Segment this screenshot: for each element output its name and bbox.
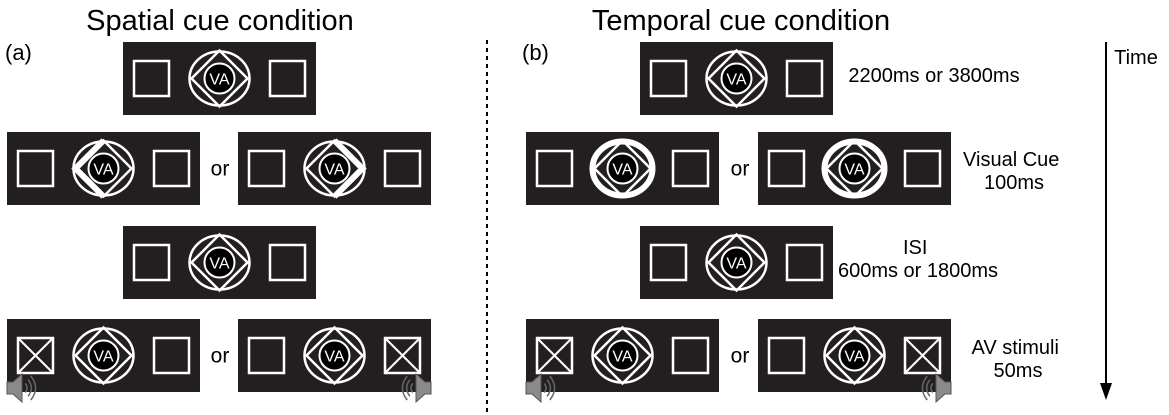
right-placeholder-box [383, 149, 422, 188]
fixation-disc [838, 152, 871, 185]
fixation-disc [720, 246, 753, 279]
fixation-disc [606, 152, 639, 185]
right-placeholder-box [671, 336, 710, 375]
fixation-label: VA [612, 162, 632, 179]
fixation-label: VA [844, 162, 864, 179]
or-label: or [731, 158, 750, 181]
speaker-icon [921, 372, 952, 404]
right-placeholder-box [903, 149, 942, 188]
screen-panel-0-row-1-option-0: VA [7, 132, 200, 205]
fixation-disc [838, 339, 871, 372]
right-placeholder-box [785, 243, 824, 282]
left-placeholder-box [649, 243, 688, 282]
fixation-label: VA [93, 349, 113, 366]
fixation-diamond [706, 48, 767, 109]
spatial-cue-highlight [332, 138, 367, 199]
speaker-icon [6, 372, 37, 404]
right-placeholder-box [785, 59, 824, 98]
right-flash-cross [904, 337, 941, 374]
or-label: or [211, 345, 230, 368]
speaker-icon [401, 372, 432, 404]
or-label: or [731, 345, 750, 368]
fixation-label: VA [612, 349, 632, 366]
fixation-disc [87, 339, 120, 372]
left-placeholder-box [767, 149, 806, 188]
fixation-disc [318, 152, 351, 185]
fixation-label: VA [324, 349, 344, 366]
fixation-label: VA [726, 256, 746, 273]
fixation-label: VA [844, 349, 864, 366]
left-placeholder-box [767, 336, 806, 375]
fixation-disc [720, 62, 753, 95]
screen-panel-1-row-3-option-0: VA [525, 319, 719, 404]
panel-b-label: (b) [522, 40, 549, 65]
fixation-diamond [592, 325, 653, 386]
screen-panel-1-row-0: VA [640, 42, 833, 115]
right-flash-cross [384, 337, 421, 374]
left-flash-cross [17, 337, 54, 374]
panel-a-title: Spatial cue condition [86, 5, 354, 37]
screen-panel-0-row-2: VA [123, 226, 316, 299]
left-placeholder-box [132, 59, 171, 98]
left-placeholder-box [247, 149, 286, 188]
panel-a-label: (a) [5, 40, 32, 65]
left-placeholder-box [535, 336, 574, 375]
or-label: or [211, 158, 230, 181]
screen-panel-1-row-1-option-1: VA [758, 132, 951, 205]
right-placeholder-box [383, 336, 422, 375]
fixation-diamond [189, 232, 250, 293]
left-placeholder-box [649, 59, 688, 98]
spatial-cue-highlight [71, 138, 106, 199]
fixation-label: VA [324, 162, 344, 179]
screen-panel-0-row-3-option-0: VA [6, 319, 200, 404]
right-placeholder-box [903, 336, 942, 375]
screen-panel-0-row-1-option-1: VA [238, 132, 431, 205]
fixation-disc [606, 339, 639, 372]
right-placeholder-box [671, 149, 710, 188]
left-placeholder-box [132, 243, 171, 282]
fixation-disc [318, 339, 351, 372]
fixation-disc [203, 62, 236, 95]
screen-panel-0-row-3-option-1: VA [238, 319, 432, 404]
fixation-diamond [304, 325, 365, 386]
left-placeholder-box [16, 336, 55, 375]
fixation-diamond [824, 325, 885, 386]
stage-label-1: Visual Cue 100ms [963, 149, 1065, 194]
time-label: Time [1114, 47, 1158, 69]
screen-panel-0-row-0: VA [123, 42, 316, 115]
right-placeholder-box [152, 336, 191, 375]
fixation-diamond [73, 325, 134, 386]
stage-label-3: AV stimuli 50ms [972, 337, 1065, 382]
screen-panel-1-row-3-option-1: VA [758, 319, 952, 404]
time-arrow-head [1100, 383, 1112, 400]
screen-panel-1-row-1-option-0: VA [526, 132, 719, 205]
left-flash-cross [536, 337, 573, 374]
left-placeholder-box [535, 149, 574, 188]
fixation-diamond [592, 138, 653, 199]
speaker-icon [525, 372, 556, 404]
fixation-diamond [824, 138, 885, 199]
fixation-label: VA [726, 72, 746, 89]
panel-b-title: Temporal cue condition [592, 5, 890, 37]
left-placeholder-box [247, 336, 286, 375]
fixation-diamond [189, 48, 250, 109]
fixation-diamond [706, 232, 767, 293]
fixation-label: VA [209, 256, 229, 273]
fixation-disc [203, 246, 236, 279]
fixation-label: VA [209, 72, 229, 89]
screen-panel-1-row-2: VA [640, 226, 833, 299]
right-placeholder-box [152, 149, 191, 188]
right-placeholder-box [268, 243, 307, 282]
fixation-disc [87, 152, 120, 185]
stage-label-0: 2200ms or 3800ms [848, 65, 1019, 87]
left-placeholder-box [16, 149, 55, 188]
right-placeholder-box [268, 59, 307, 98]
fixation-label: VA [93, 162, 113, 179]
stage-label-2: ISI 600ms or 1800ms [838, 237, 998, 282]
